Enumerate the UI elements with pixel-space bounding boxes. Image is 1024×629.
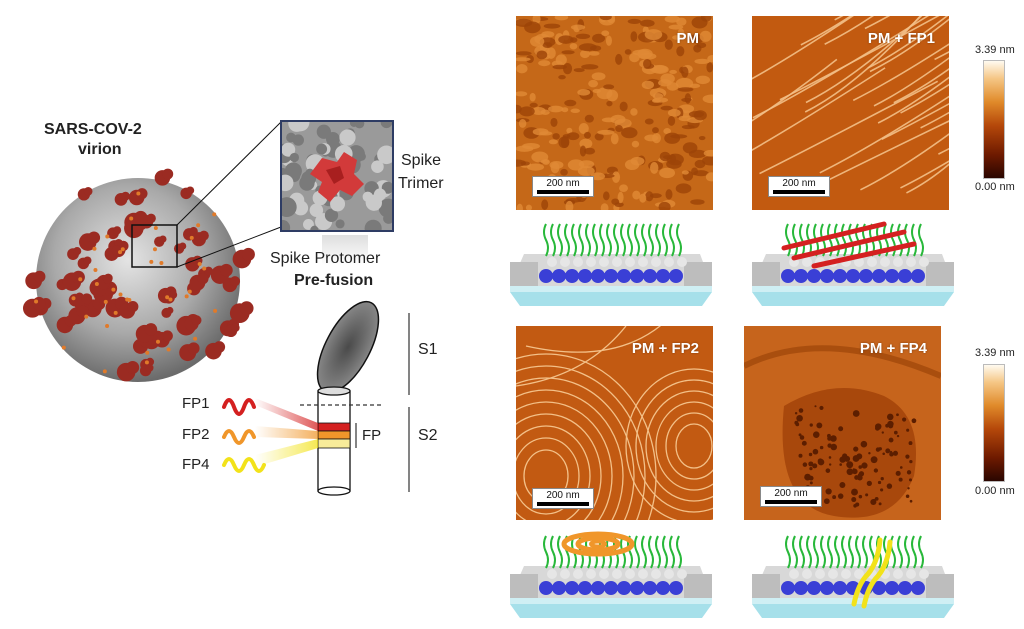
trimer-label-line2: Trimer	[398, 175, 444, 192]
trimer-label-line1: Spike	[401, 152, 442, 169]
afm-image-pm-fp1: PM + FP1 200 nm	[752, 16, 949, 210]
colorbar-top-min: 0.00 nm	[975, 181, 1015, 193]
scalebar-pm: 200 nm	[532, 176, 594, 197]
afm-label-pm: PM	[676, 30, 700, 47]
spike-trimer-inset	[280, 120, 394, 232]
scalebar-pm-fp2-text: 200 nm	[546, 490, 580, 501]
protomer-diagram	[222, 300, 410, 496]
colorbar-bottom-max: 3.39 nm	[975, 347, 1015, 359]
scalebar-pm-fp1: 200 nm	[768, 176, 830, 197]
colorbar-bottom-min: 0.00 nm	[975, 485, 1015, 497]
fp2-label: FP2	[182, 426, 210, 443]
protomer-label-line1: Spike Protomer	[270, 250, 381, 267]
colorbar-top	[983, 60, 1005, 179]
scalebar-pm-fp4-text: 200 nm	[774, 488, 808, 499]
afm-label-pm-fp1: PM + FP1	[867, 30, 935, 47]
s1-label: S1	[418, 341, 438, 358]
schematic-pm-fp2	[510, 531, 712, 618]
colorbar-top-max: 3.39 nm	[975, 44, 1015, 56]
scalebar-pm-fp4: 200 nm	[760, 486, 822, 507]
fp1-label: FP1	[182, 395, 210, 412]
fp-bracket-label: FP	[362, 427, 382, 444]
afm-image-pm-fp2: PM + FP2 200 nm	[516, 326, 713, 520]
afm-image-pm-fp4: PM + FP4 200 nm	[744, 326, 941, 520]
afm-label-pm-fp2: PM + FP2	[631, 340, 699, 357]
s2-label: S2	[418, 427, 438, 444]
virion-illustration	[22, 168, 255, 382]
virion-title-line1: SARS-COV-2	[44, 121, 142, 138]
scalebar-pm-text: 200 nm	[546, 178, 580, 189]
scalebar-pm-fp1-text: 200 nm	[782, 178, 816, 189]
colorbar-bottom	[983, 364, 1005, 482]
beam-glow	[322, 235, 368, 265]
protomer-label-line2: Pre-fusion	[294, 272, 374, 289]
schematic-pm	[510, 223, 712, 306]
scalebar-pm-fp2: 200 nm	[532, 488, 594, 509]
afm-label-pm-fp4: PM + FP4	[859, 340, 927, 357]
virion-title-line2: virion	[78, 141, 122, 158]
afm-image-pm: PM 200 nm	[516, 16, 713, 210]
schematic-pm-fp1	[752, 221, 954, 306]
fp4-label: FP4	[182, 456, 210, 473]
schematic-pm-fp4	[752, 535, 954, 618]
